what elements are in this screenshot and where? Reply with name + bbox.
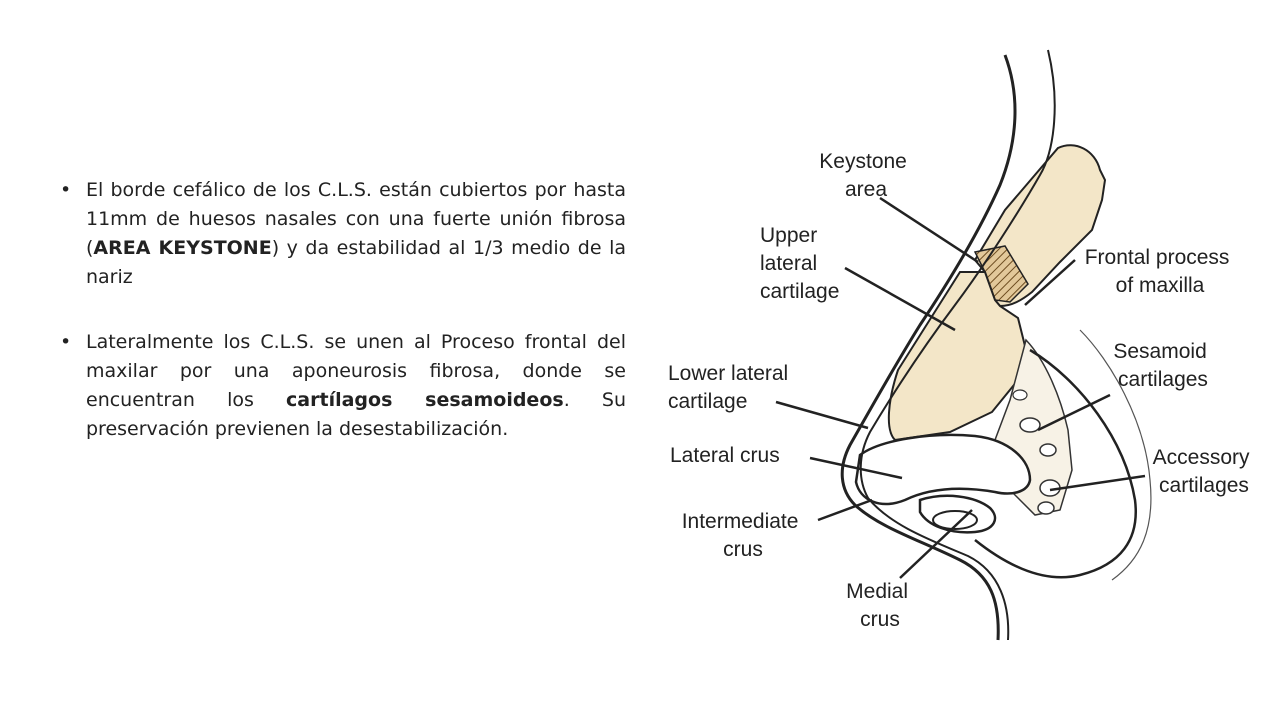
label-medial-crus: Medial crus bbox=[846, 580, 914, 631]
bullet-sesamoid-text: Lateralmente los C.L.S. se unen al Proce… bbox=[86, 331, 626, 411]
bullet-marker: • bbox=[60, 331, 72, 353]
label-keystone-area: Keystone area bbox=[819, 150, 912, 201]
accessory-nodule bbox=[1037, 501, 1055, 515]
leader-frontal-process bbox=[1024, 259, 1076, 306]
upper-lateral-cartilage bbox=[887, 271, 1028, 442]
cheek-outline bbox=[1079, 329, 1152, 581]
bullet-keystone: • El borde cefálico de los C.L.S. están … bbox=[60, 176, 626, 292]
label-lower-lateral-cartilage: Lower lateral cartilage bbox=[668, 362, 794, 413]
leader-upper-lateral bbox=[844, 266, 956, 332]
keystone-emphasis: AREA KEYSTONE bbox=[93, 237, 272, 259]
sesamoid-nodule bbox=[1019, 417, 1041, 433]
leader-medial bbox=[899, 509, 973, 579]
sesamoid-nodule bbox=[1039, 443, 1057, 457]
label-intermediate-crus: Intermediate crus bbox=[682, 510, 805, 561]
leader-lateral-crus bbox=[809, 456, 903, 480]
leader-intermediate bbox=[817, 498, 873, 522]
label-accessory-cartilages: Accessory cartilages bbox=[1153, 446, 1256, 497]
leader-lower-lateral bbox=[775, 400, 869, 430]
label-upper-lateral-cartilage: Upper lateral cartilage bbox=[760, 224, 839, 303]
label-lateral-crus: Lateral crus bbox=[670, 444, 780, 467]
bullet-list: • El borde cefálico de los C.L.S. están … bbox=[60, 176, 626, 444]
sesamoid-nodule bbox=[1012, 389, 1028, 401]
label-frontal-process: Frontal process of maxilla bbox=[1085, 246, 1236, 297]
skin-profile-inner bbox=[859, 49, 1056, 641]
sesamoid-emphasis: cartílagos sesamoideos bbox=[286, 389, 564, 411]
bullet-sesamoid: • Lateralmente los C.L.S. se unen al Pro… bbox=[60, 328, 626, 444]
leader-sesamoid bbox=[1037, 393, 1111, 432]
leader-keystone bbox=[879, 196, 979, 264]
bullet-keystone-text-end: ) y da estabilidad al 1/3 medio de la na… bbox=[86, 237, 626, 288]
bullet-marker: • bbox=[60, 179, 72, 201]
lower-lateral-cartilage bbox=[854, 433, 1032, 506]
bullet-sesamoid-text-end: . Su preservación previenen la desestabi… bbox=[86, 389, 627, 440]
leader-accessory bbox=[1049, 474, 1146, 492]
ala-outline bbox=[974, 348, 1137, 579]
label-sesamoid-cartilages: Sesamoid cartilages bbox=[1113, 340, 1212, 391]
bullet-keystone-text: El borde cefálico de los C.L.S. están cu… bbox=[86, 179, 626, 259]
nasal-anatomy-diagram: Keystone area Upper lateral cartilage Fr… bbox=[668, 49, 1256, 641]
